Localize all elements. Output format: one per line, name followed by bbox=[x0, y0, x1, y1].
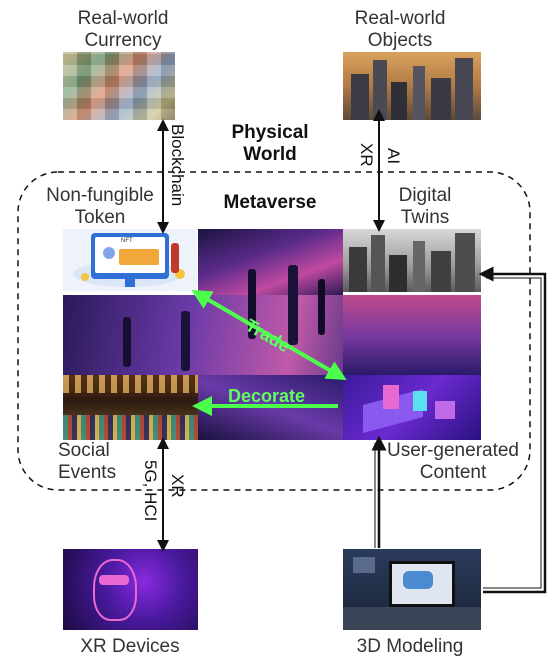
metaverse-boundary bbox=[17, 171, 531, 491]
modeling-twins-arrow bbox=[478, 266, 547, 594]
modeling-image bbox=[343, 549, 481, 630]
metaverse-label: Metaverse bbox=[223, 192, 317, 213]
nft-card-text: NFT bbox=[121, 238, 133, 244]
xr-devices-image bbox=[63, 549, 198, 630]
social-events-image bbox=[63, 375, 198, 440]
ugc-image bbox=[343, 375, 481, 440]
nft-image: NFT bbox=[63, 229, 197, 291]
trade-arrow bbox=[191, 289, 347, 381]
xr-label-top: XR bbox=[357, 143, 376, 167]
digital-twins-image bbox=[343, 229, 481, 292]
hci-label: 5G, HCI bbox=[141, 460, 160, 522]
modeling-label: 3D Modeling bbox=[356, 636, 464, 657]
ai-label: AI bbox=[384, 148, 403, 165]
currency-image bbox=[63, 52, 175, 120]
blockchain-label: Blockchain bbox=[168, 124, 187, 207]
decorate-label: Decorate bbox=[228, 386, 306, 406]
xr-label-bottom: XR bbox=[168, 474, 187, 498]
xr-devices-label: XR Devices bbox=[80, 636, 180, 657]
city-objects-image bbox=[343, 52, 481, 120]
